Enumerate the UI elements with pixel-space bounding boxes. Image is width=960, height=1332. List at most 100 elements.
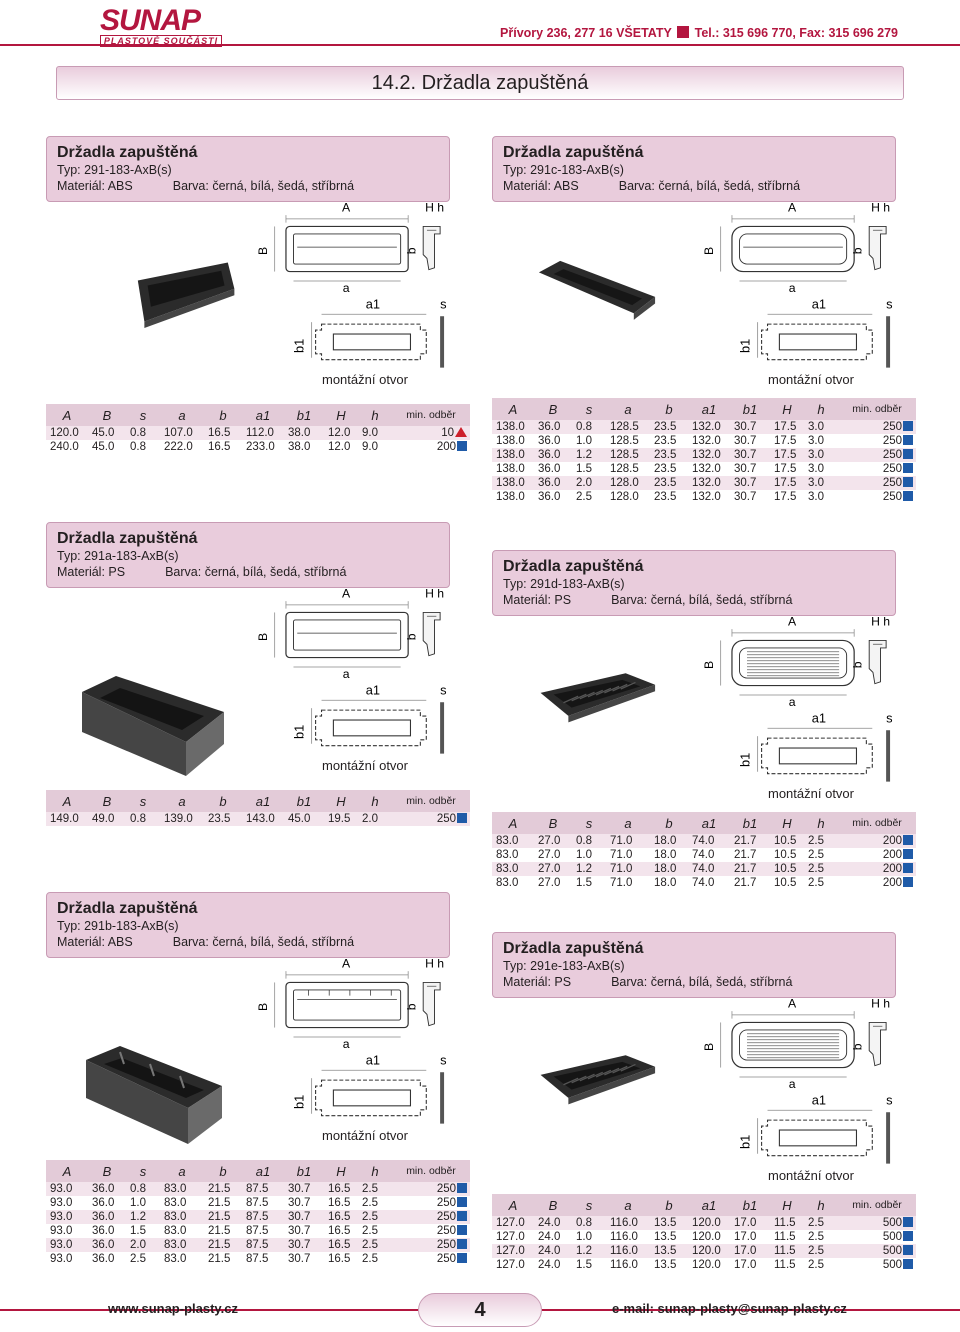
table-cell: 87.5	[246, 1225, 269, 1237]
table-header-cell: B	[88, 790, 126, 812]
table-cell: 19.5	[324, 812, 358, 826]
table-cell: 21.5	[204, 1210, 242, 1224]
stock-square-icon	[457, 1211, 467, 1221]
section-colors: Barva: černá, bílá, šedá, stříbrná	[618, 179, 801, 193]
dim-a-label: a	[789, 281, 796, 295]
stock-square-icon	[903, 1231, 913, 1241]
table-cell: 17.5	[774, 435, 797, 447]
table-cell: 36.0	[534, 476, 572, 490]
table-header-cell: B	[88, 404, 126, 426]
table-cell: 30.7	[288, 1225, 311, 1237]
section-title: Držadla zapuštěná	[57, 900, 198, 917]
table-cell: 233.0	[246, 441, 275, 453]
table-cell-min-order: 250	[838, 434, 916, 448]
table-cell-min-order: 10	[392, 426, 470, 440]
table-header-cell: A	[46, 1160, 88, 1182]
table-cell: 45.0	[88, 426, 126, 440]
table-cell: 132.0	[692, 435, 721, 447]
table-cell: 36.0	[92, 1197, 115, 1209]
min-order-value: 500	[882, 1231, 902, 1243]
section-title: Držadla zapuštěná	[503, 144, 644, 161]
table-cell: 127.0	[492, 1216, 534, 1230]
table-cell: 24.0	[534, 1244, 572, 1258]
table-cell: 0.8	[130, 441, 146, 453]
table-header-cell: s	[126, 790, 160, 812]
table-cell: 74.0	[692, 849, 715, 861]
mounting-hole-label: montážní otvor	[768, 786, 854, 801]
table-cell-min-order: 250	[392, 1196, 470, 1210]
table-header-cell: h	[804, 398, 838, 420]
table-cell: 87.5	[246, 1253, 269, 1265]
dim-B-label: B	[702, 1043, 716, 1051]
table-header-cell: a1	[242, 790, 284, 812]
table-header-cell: H	[324, 404, 358, 426]
dim-B-label: B	[702, 661, 716, 669]
table-cell: 30.7	[734, 435, 757, 447]
table-cell: 132.0	[688, 448, 730, 462]
table-cell: 120.0	[692, 1231, 721, 1243]
table-cell: 30.7	[734, 463, 757, 475]
section-header: Držadla zapuštěná Typ: 291-183-AxB(s) Ma…	[46, 136, 450, 202]
mounting-hole-label: montážní otvor	[322, 372, 408, 387]
table-cell-min-order: 200	[392, 440, 470, 454]
table-cell: 13.5	[654, 1231, 677, 1243]
table-cell: 23.5	[650, 448, 688, 462]
min-order-value: 500	[882, 1245, 902, 1257]
table-cell: 116.0	[606, 1216, 650, 1230]
table-cell: 36.0	[534, 420, 572, 434]
table-cell: 2.5	[808, 1259, 824, 1271]
table-header-cell: a	[606, 1194, 650, 1216]
stock-square-icon	[457, 813, 467, 823]
logo-subtitle: PLASTOVÉ SOUČÁSTI	[100, 35, 222, 47]
table-cell: 10.5	[770, 834, 804, 848]
footer-rule-right	[542, 1309, 960, 1311]
min-order-value: 250	[882, 491, 902, 503]
dim-a-label: a	[343, 281, 350, 295]
table-header-cell: min. odběr	[392, 404, 470, 426]
table-cell: 16.5	[208, 441, 231, 453]
dim-B-label: B	[256, 247, 270, 255]
table-header-cell: s	[126, 1160, 160, 1182]
table-cell: 24.0	[538, 1231, 561, 1243]
dim-a1-label: a1	[812, 710, 826, 725]
table-cell: 107.0	[160, 426, 204, 440]
table-cell: 11.5	[770, 1244, 804, 1258]
table-cell: 21.7	[734, 877, 757, 889]
table-cell: 1.5	[576, 1259, 592, 1271]
section-type: Typ: 291e-183-AxB(s)	[503, 959, 625, 973]
table-cell: 18.0	[650, 862, 688, 876]
table-cell: 127.0	[492, 1244, 534, 1258]
table-cell: 143.0	[242, 812, 284, 826]
table-cell: 21.7	[734, 849, 757, 861]
table-cell: 2.5	[804, 862, 838, 876]
table-header-cell: b	[204, 1160, 242, 1182]
stock-square-icon	[457, 1225, 467, 1235]
stock-square-icon	[903, 835, 913, 845]
table-cell: 2.5	[804, 1216, 838, 1230]
table-cell: 11.5	[774, 1231, 796, 1243]
table-header-cell: a1	[688, 1194, 730, 1216]
table-cell: 87.5	[242, 1238, 284, 1252]
table-header-cell: b	[650, 812, 688, 834]
table-cell: 21.7	[730, 834, 770, 848]
table-cell: 120.0	[688, 1216, 730, 1230]
table-cell-min-order: 200	[838, 848, 916, 862]
product-photo	[86, 1046, 222, 1144]
dim-Hh-label: H h	[425, 958, 444, 970]
table-cell: 132.0	[692, 491, 721, 503]
table-cell: 87.5	[242, 1210, 284, 1224]
table-cell: 93.0	[46, 1210, 88, 1224]
